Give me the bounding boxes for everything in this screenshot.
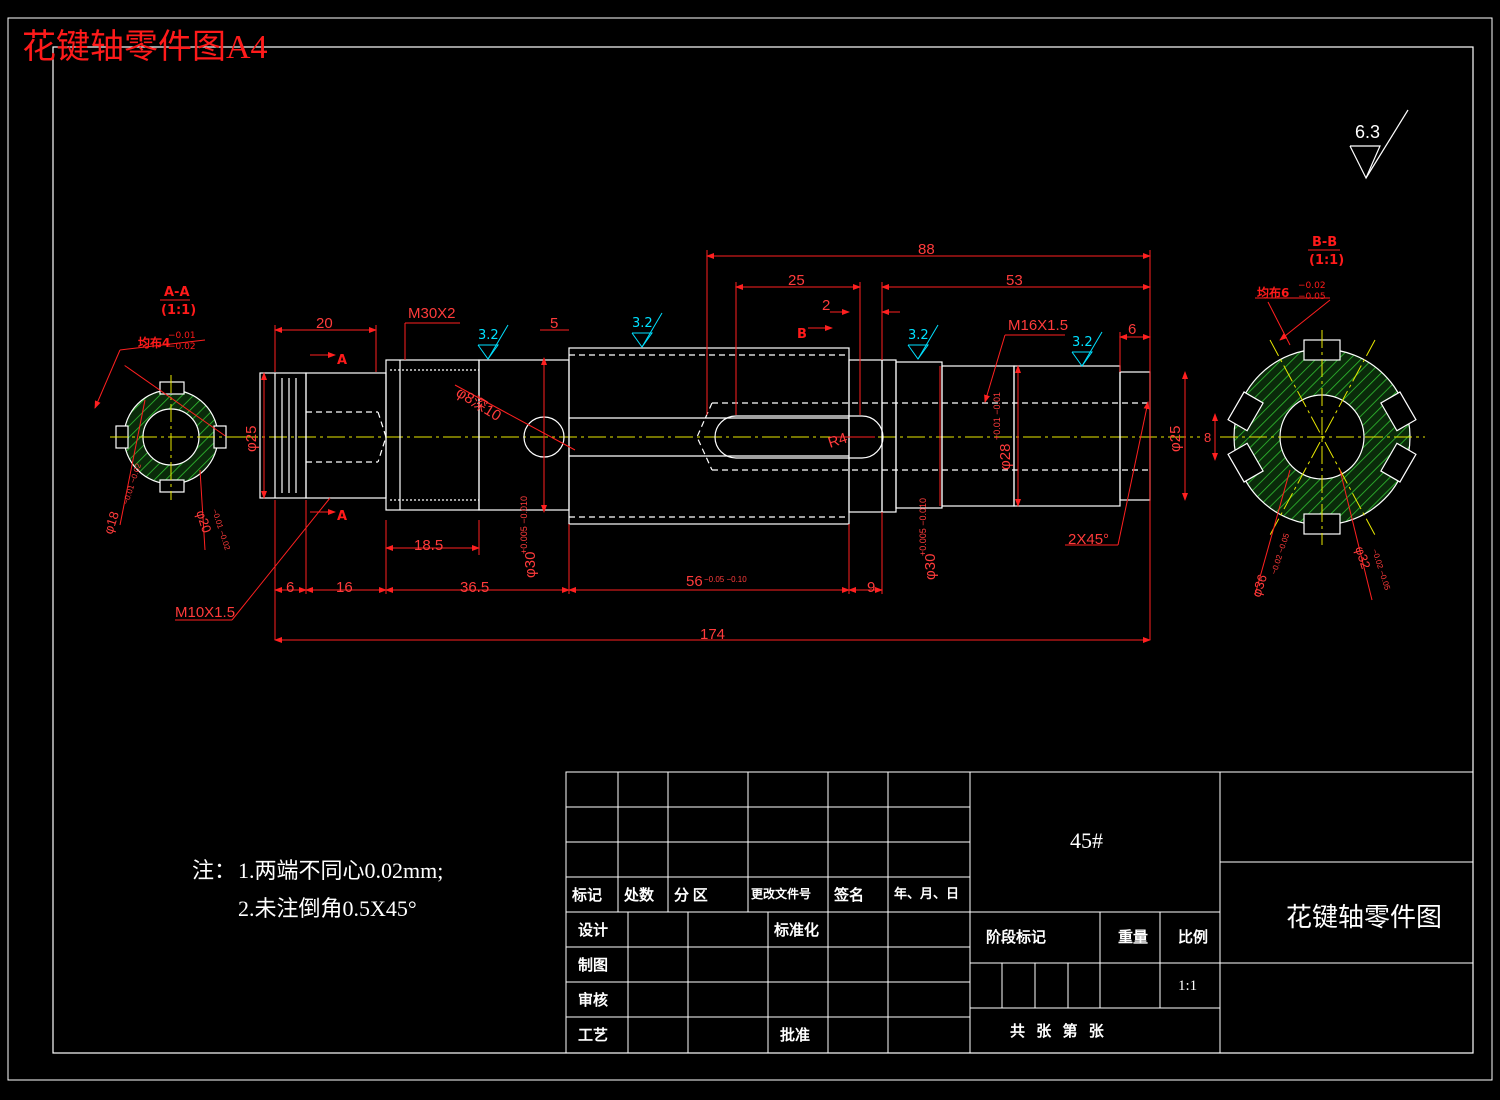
svg-text:53: 53 [1006, 272, 1023, 289]
svg-text:φ36: φ36 [1249, 573, 1270, 599]
svg-text:φ20: φ20 [193, 508, 214, 534]
dimensions [175, 250, 1188, 643]
svg-text:φ30: φ30 [922, 554, 939, 580]
section-bb-label: B-B [1312, 235, 1337, 250]
tb-header-signature: 签名 [833, 886, 864, 904]
tb-header-change-doc: 更改文件号 [751, 886, 811, 901]
tb-part-name: 花键轴零件图 [1286, 903, 1442, 932]
svg-text:φ25: φ25 [1167, 426, 1184, 452]
svg-text:5: 5 [550, 315, 558, 332]
section-aa-label: A-A [164, 285, 190, 300]
outer-border [7, 17, 1493, 1081]
svg-text:φ30: φ30 [522, 552, 539, 578]
svg-text:18.5: 18.5 [414, 537, 443, 554]
tb-header-zone: 分 区 [674, 887, 708, 904]
svg-text:R4: R4 [826, 430, 850, 452]
roughness-symbol-main: 6.3 [1349, 109, 1409, 180]
section-a-mark-bottom: A [337, 509, 347, 524]
svg-text:−0.02: −0.02 [1298, 281, 1326, 291]
svg-text:−0.02 −0.05: −0.02 −0.05 [1269, 532, 1291, 576]
svg-text:+0.01 −0.01: +0.01 −0.01 [992, 392, 1002, 440]
svg-text:−0.02 −0.05: −0.02 −0.05 [1370, 548, 1392, 592]
tb-material: 45# [1070, 828, 1103, 853]
tb-header-mark: 标记 [571, 886, 602, 904]
dimension-labels: 20 M30X2 5 88 25 2 53 M16X1.5 6 φ25 φ8深1… [175, 241, 1184, 643]
svg-text:3.2: 3.2 [632, 316, 653, 331]
tb-approve: 批准 [780, 1026, 810, 1044]
tb-scale-label: 比例 [1178, 928, 1208, 946]
title-block [565, 771, 1474, 1054]
svg-text:2: 2 [822, 297, 830, 314]
tb-weight: 重量 [1118, 928, 1148, 946]
tb-stage: 阶段标记 [986, 928, 1046, 946]
title-block-text: 标记 处数 分 区 更改文件号 签名 年、月、日 设计 制图 审核 工艺 标准化… [571, 828, 1442, 1044]
notes-prefix: 注： [192, 858, 236, 883]
svg-text:M16X1.5: M16X1.5 [1008, 317, 1068, 334]
section-aa-scale: (1:1) [161, 303, 196, 318]
svg-text:−0.05 −0.10: −0.05 −0.10 [704, 575, 747, 584]
notes-line2: 2.未注倒角0.5X45° [238, 896, 417, 921]
svg-text:+0.005 −0.010: +0.005 −0.010 [519, 496, 529, 554]
tb-design: 设计 [578, 921, 608, 939]
section-bb: B-B (1:1) 8 均布6 −0.02 −0.05 φ36 −0.02 −0… [1204, 235, 1425, 601]
svg-text:16: 16 [336, 579, 353, 596]
section-b-mark: B [797, 327, 807, 342]
notes-line1: 1.两端不同心0.02mm; [238, 858, 443, 883]
svg-text:6: 6 [286, 579, 294, 596]
svg-text:φ32: φ32 [1352, 544, 1373, 570]
svg-text:均布4: 均布4 [138, 335, 170, 350]
svg-text:25: 25 [788, 272, 805, 289]
section-bb-scale: (1:1) [1309, 253, 1344, 268]
tb-process: 工艺 [578, 1027, 608, 1044]
svg-text:+0.005 −0.010: +0.005 −0.010 [918, 498, 928, 556]
svg-text:均布6: 均布6 [1257, 285, 1289, 300]
svg-text:2X45°: 2X45° [1068, 531, 1109, 548]
svg-text:φ28: φ28 [997, 444, 1014, 470]
svg-text:−0.01 −0.02: −0.01 −0.02 [121, 462, 143, 506]
shaft-main-view [240, 347, 1200, 525]
svg-text:−0.01: −0.01 [168, 331, 196, 341]
tb-drawing: 制图 [578, 956, 608, 974]
svg-text:φ18: φ18 [101, 510, 122, 536]
tb-sheets: 共 张 第 张 [1010, 1022, 1105, 1040]
technical-notes: 注： 1.两端不同心0.02mm; 2.未注倒角0.5X45° [192, 858, 443, 921]
tb-check: 审核 [578, 991, 608, 1009]
tb-standard: 标准化 [773, 921, 819, 939]
svg-text:8: 8 [1204, 430, 1211, 445]
section-a-mark-top: A [337, 353, 347, 368]
svg-text:174: 174 [700, 626, 725, 643]
section-marks: A A B [310, 325, 833, 524]
svg-text:M10X1.5: M10X1.5 [175, 604, 235, 621]
svg-text:36.5: 36.5 [460, 579, 489, 596]
svg-text:3.2: 3.2 [908, 328, 929, 343]
svg-text:3.2: 3.2 [478, 328, 499, 343]
section-aa: A-A (1:1) 均布4 −0.01 −0.02 φ18 −0.01 −0.0… [94, 285, 240, 552]
svg-text:6: 6 [1128, 321, 1136, 338]
svg-text:−0.02: −0.02 [168, 342, 196, 352]
tb-header-date: 年、月、日 [894, 886, 959, 901]
svg-text:3.2: 3.2 [1072, 335, 1093, 350]
sheet-title: 花键轴零件图A4 [22, 28, 268, 66]
roughness-marks: 3.2 3.2 3.2 3.2 [477, 312, 1103, 367]
svg-text:9: 9 [867, 579, 875, 596]
svg-text:−0.05: −0.05 [1298, 292, 1326, 302]
svg-text:6.3: 6.3 [1355, 122, 1380, 142]
svg-text:M30X2: M30X2 [408, 305, 456, 322]
svg-text:20: 20 [316, 315, 333, 332]
svg-text:88: 88 [918, 241, 935, 258]
svg-text:φ25: φ25 [243, 426, 260, 452]
tb-header-count: 处数 [623, 886, 655, 904]
tb-scale-value: 1:1 [1178, 978, 1197, 994]
svg-text:56: 56 [686, 573, 703, 590]
